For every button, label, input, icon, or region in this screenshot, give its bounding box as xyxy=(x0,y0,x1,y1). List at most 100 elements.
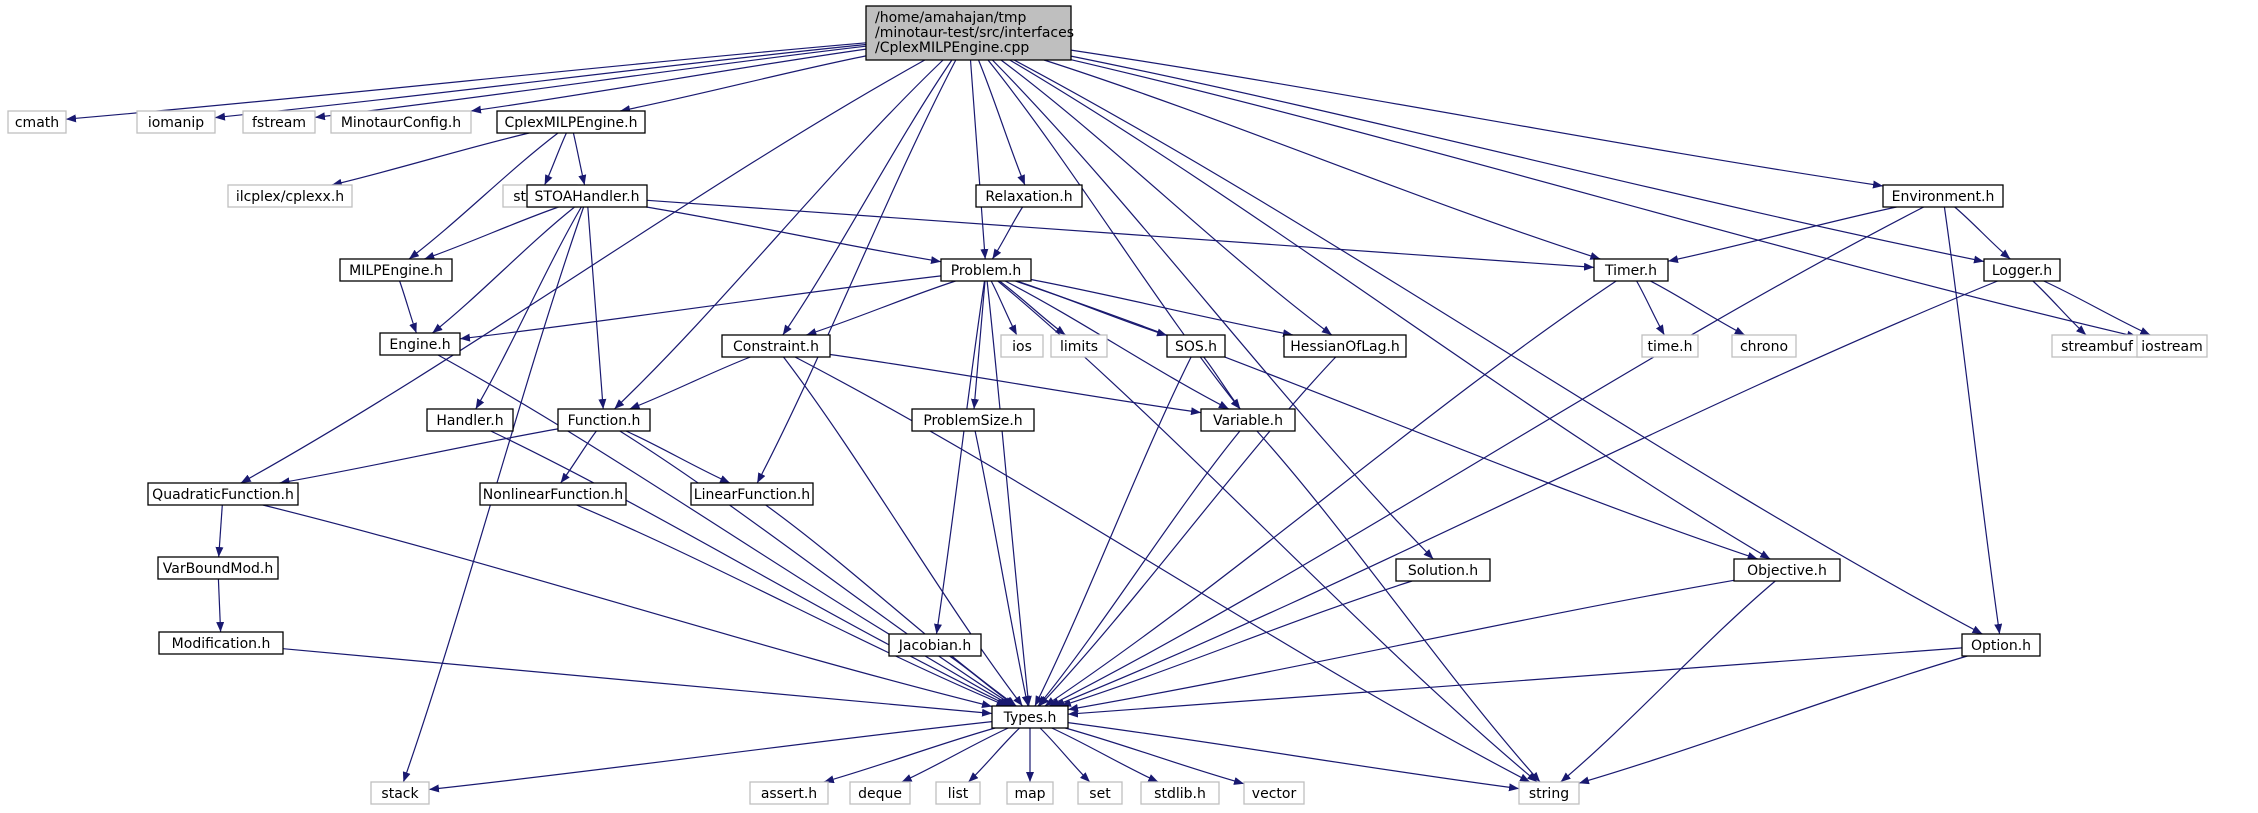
edge-stoahandler-to-function xyxy=(587,206,607,410)
node-types[interactable]: Types.h xyxy=(991,705,1069,729)
node-logger[interactable]: Logger.h xyxy=(1983,258,2061,282)
node-box-option xyxy=(1961,633,2041,657)
edge-problem-to-constraint xyxy=(806,280,956,336)
edge-quadratic-to-varboundmod xyxy=(215,504,224,558)
edge-stoahandler-to-handler xyxy=(475,206,582,410)
node-linear[interactable]: LinearFunction.h xyxy=(690,482,814,506)
node-objective[interactable]: Objective.h xyxy=(1733,558,1841,582)
node-label-milpengine: MILPEngine.h xyxy=(349,263,443,279)
node-problemsize[interactable]: ProblemSize.h xyxy=(911,408,1035,432)
node-stoahandler[interactable]: STOAHandler.h xyxy=(526,184,648,208)
node-box-ilcplex xyxy=(227,184,353,208)
node-label-stack: stack xyxy=(381,786,419,802)
node-varboundmod[interactable]: VarBoundMod.h xyxy=(157,556,279,580)
node-quadratic[interactable]: QuadraticFunction.h xyxy=(147,482,299,506)
node-minotaurconfig: MinotaurConfig.h xyxy=(330,110,472,134)
node-cmath: cmath xyxy=(7,110,67,134)
node-milpengine[interactable]: MILPEngine.h xyxy=(339,258,453,282)
node-label-objective: Objective.h xyxy=(1747,563,1827,579)
edge-root-to-linear xyxy=(756,59,957,484)
edge-linear-to-types xyxy=(765,504,1017,707)
node-label-fstream: fstream xyxy=(252,115,306,131)
edge-types-to-list xyxy=(967,727,1021,783)
node-box-milpengine xyxy=(339,258,453,282)
root-node[interactable]: /home/amahajan/tmp /minotaur-test/src/in… xyxy=(865,5,1074,61)
node-nonlinear[interactable]: NonlinearFunction.h xyxy=(479,482,627,506)
node-box-limits xyxy=(1050,334,1108,358)
edge-problem-to-objective xyxy=(1015,280,1758,560)
node-handler[interactable]: Handler.h xyxy=(426,408,514,432)
edge-types-to-set xyxy=(1039,727,1091,783)
edge-option-to-string xyxy=(1578,655,1968,785)
edge-problem-to-problemsize xyxy=(970,280,986,410)
node-set: set xyxy=(1077,781,1123,805)
edge-timer-to-time_h xyxy=(1636,280,1665,336)
edge-root-to-iomanip xyxy=(214,43,867,121)
node-box-problem xyxy=(940,258,1032,282)
edge-handler-to-types xyxy=(490,430,1010,707)
node-environment[interactable]: Environment.h xyxy=(1882,184,2004,208)
node-box-nonlinear xyxy=(479,482,627,506)
node-variable[interactable]: Variable.h xyxy=(1200,408,1296,432)
edge-quadratic-to-types xyxy=(262,504,993,708)
node-modification[interactable]: Modification.h xyxy=(158,631,284,655)
node-label-environment: Environment.h xyxy=(1892,189,1995,205)
node-timer[interactable]: Timer.h xyxy=(1593,258,1669,282)
node-box-iomanip xyxy=(136,110,216,134)
edge-hessian-to-types xyxy=(1038,356,1337,707)
edge-environment-to-logger xyxy=(1954,206,2011,260)
node-box-engine xyxy=(379,332,461,356)
edge-root-to-constraint xyxy=(782,59,953,336)
node-streambuf: streambuf xyxy=(2051,334,2143,358)
node-label-string: string xyxy=(1529,786,1569,802)
edge-milpengine-to-engine xyxy=(399,280,417,334)
edge-root-to-timer xyxy=(1043,59,1601,260)
node-label-cplexmilpengine_h: CplexMILPEngine.h xyxy=(505,115,638,131)
node-hessian[interactable]: HessianOfLag.h xyxy=(1283,334,1407,358)
node-box-stoahandler xyxy=(526,184,648,208)
edge-cplexmilpengine_h-to-string_h xyxy=(544,132,567,186)
node-engine[interactable]: Engine.h xyxy=(379,332,461,356)
node-label-variable: Variable.h xyxy=(1213,413,1283,429)
node-label-modification: Modification.h xyxy=(172,636,271,652)
edge-types-to-string xyxy=(1067,722,1520,792)
node-box-hessian xyxy=(1283,334,1407,358)
edge-root-to-quadratic xyxy=(240,59,926,484)
node-box-assert_h xyxy=(749,781,829,805)
node-option[interactable]: Option.h xyxy=(1961,633,2041,657)
edge-cplexmilpengine_h-to-stoahandler xyxy=(572,132,587,186)
node-constraint[interactable]: Constraint.h xyxy=(721,334,831,358)
node-label-assert_h: assert.h xyxy=(761,786,817,802)
edge-root-to-iostream xyxy=(1070,59,2138,339)
node-solution[interactable]: Solution.h xyxy=(1395,558,1491,582)
node-label-constraint: Constraint.h xyxy=(733,339,819,355)
node-box-variable xyxy=(1200,408,1296,432)
node-time_h: time.h xyxy=(1641,334,1699,358)
edge-logger-to-streambuf xyxy=(2032,280,2087,336)
node-box-modification xyxy=(158,631,284,655)
node-sos[interactable]: SOS.h xyxy=(1166,334,1226,358)
node-function[interactable]: Function.h xyxy=(557,408,651,432)
node-label-engine: Engine.h xyxy=(389,337,450,353)
edge-option-to-types xyxy=(1067,647,1963,718)
node-problem[interactable]: Problem.h xyxy=(940,258,1032,282)
edge-cplexmilpengine_h-to-milpengine xyxy=(408,132,559,260)
edge-problem-to-jacobian xyxy=(934,280,986,635)
node-label-chrono: chrono xyxy=(1740,339,1788,355)
edge-nonlinear-to-types xyxy=(576,504,1007,707)
node-jacobian[interactable]: Jacobian.h xyxy=(888,633,982,657)
node-label-deque: deque xyxy=(858,786,902,802)
edge-logger-to-iostream xyxy=(2043,280,2151,336)
node-box-cplexmilpengine_h xyxy=(496,110,646,134)
edge-constraint-to-function xyxy=(629,356,751,410)
edge-stoahandler-to-engine xyxy=(432,206,575,334)
node-label-set: set xyxy=(1089,786,1111,802)
node-box-problemsize xyxy=(911,408,1035,432)
node-label-varboundmod: VarBoundMod.h xyxy=(163,561,273,577)
node-label-problemsize: ProblemSize.h xyxy=(923,413,1022,429)
node-relaxation[interactable]: Relaxation.h xyxy=(975,184,1083,208)
edge-root-to-minotaurconfig xyxy=(470,48,867,114)
node-cplexmilpengine_h[interactable]: CplexMILPEngine.h xyxy=(496,110,646,134)
node-box-timer xyxy=(1593,258,1669,282)
